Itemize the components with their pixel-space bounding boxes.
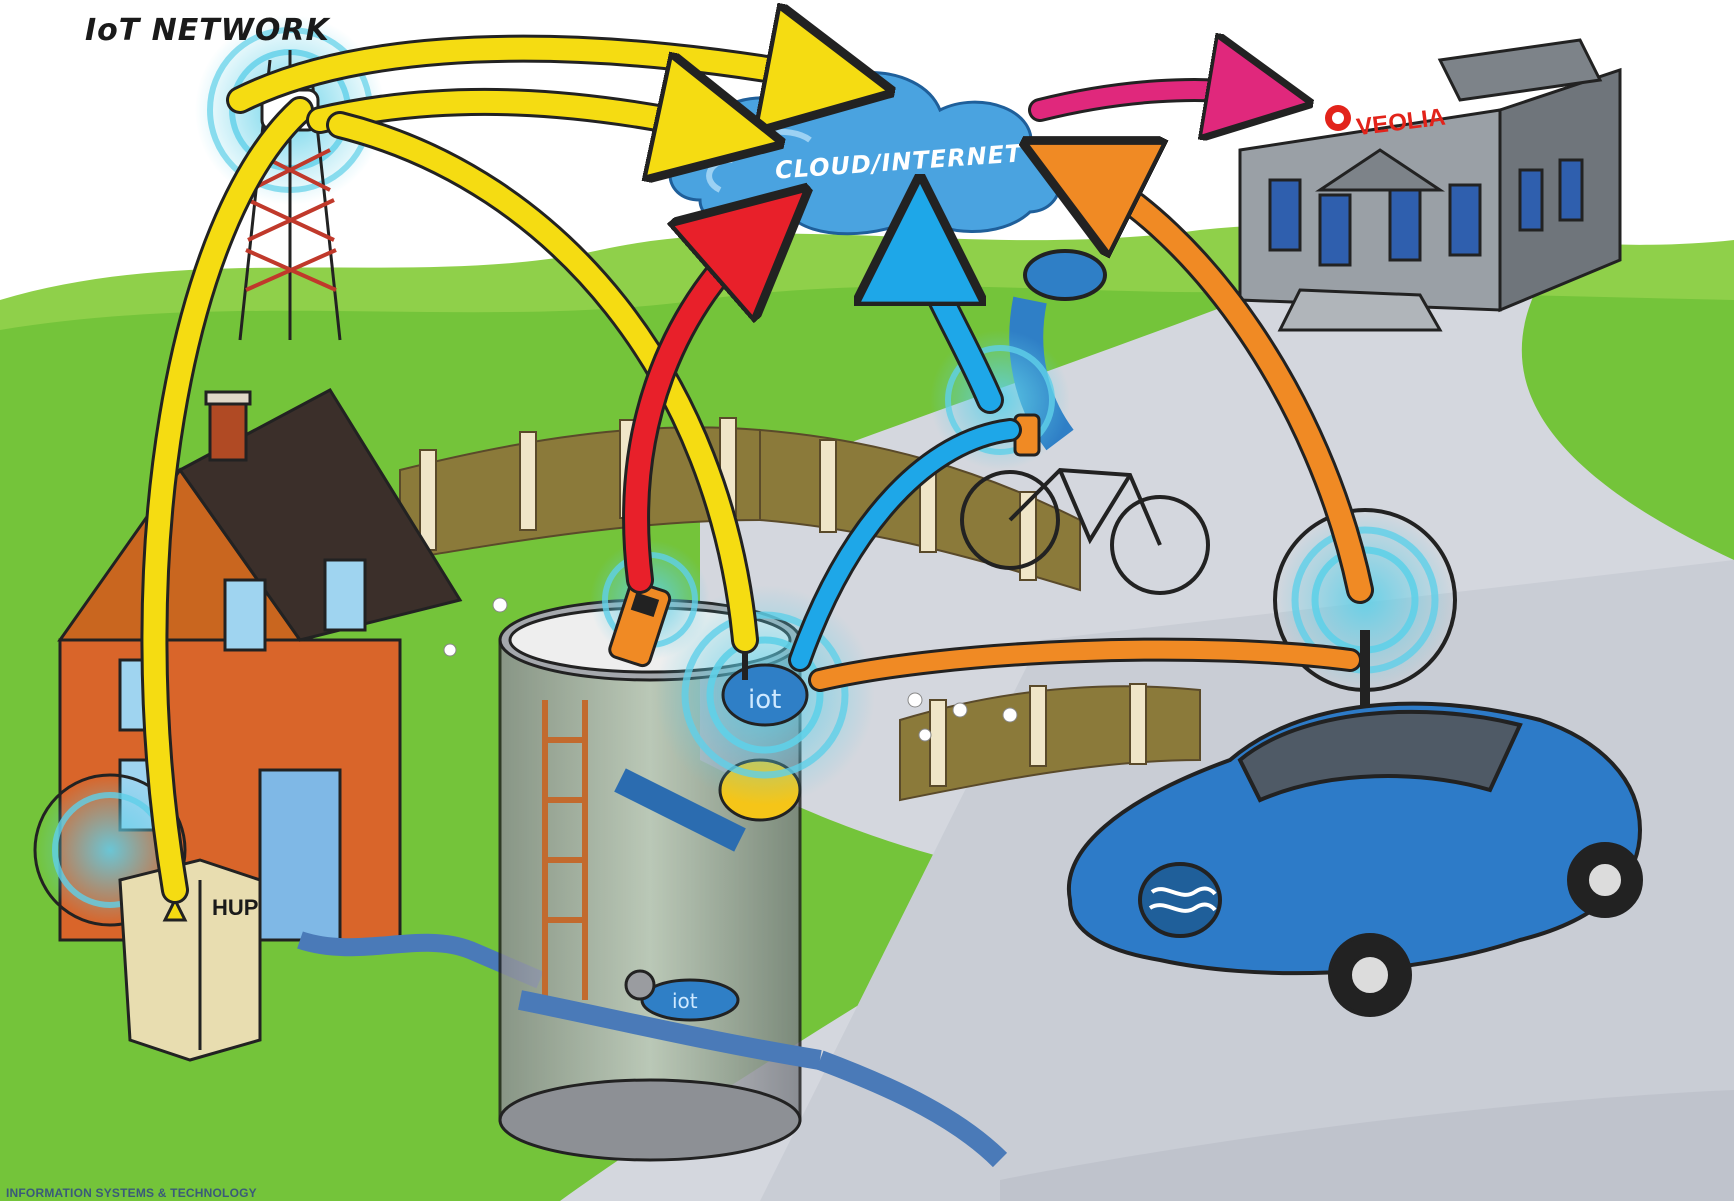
data-flow-arrows [140,49,1374,904]
iot-sensor-tag: iot [748,685,781,715]
iot-network-label: IoT NETWORK [85,13,331,48]
handheld-reader-icon [590,540,710,668]
water-pipe [297,931,544,989]
footer-label: INFORMATION SYSTEMS & TECHNOLOGY [6,1186,257,1200]
manhole-chamber [498,598,1008,1168]
office-building-icon [1238,38,1622,332]
water-meter-icon [624,969,740,1022]
meter-tag: iot [672,989,698,1013]
car-icon [1066,508,1643,1017]
meter-box-label: HUP [212,895,258,920]
garden-fence [399,417,1201,802]
flowers [443,597,1018,742]
